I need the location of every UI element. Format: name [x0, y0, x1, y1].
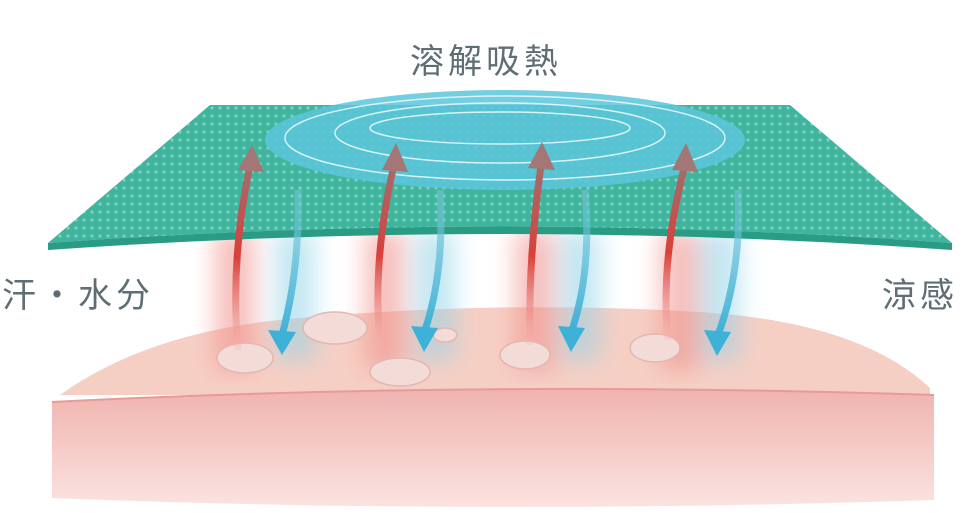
- sweat-droplets: [216, 311, 681, 387]
- heat-arrows: [232, 142, 698, 351]
- sweat-moisture-label: 汗・水分: [2, 276, 154, 316]
- cooling-sheet: [48, 90, 952, 250]
- cool-arrows: [268, 189, 743, 356]
- cooling-sensation-label: 涼感: [882, 276, 958, 316]
- dissolution-heat-absorption-label: 溶解吸熱: [410, 42, 562, 82]
- skin: [51, 307, 935, 508]
